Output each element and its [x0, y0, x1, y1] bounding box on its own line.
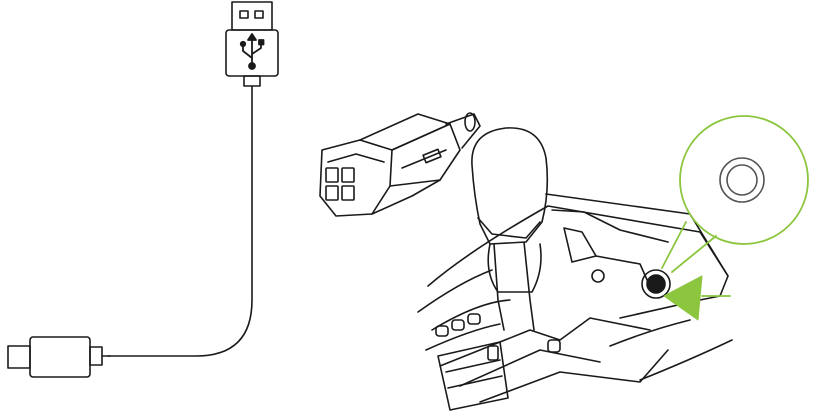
usb-cable	[107, 85, 253, 357]
insert-arrow-icon	[663, 275, 731, 321]
car-charger	[319, 112, 481, 217]
cigarette-lighter-socket	[641, 269, 671, 299]
socket-zoom-callout	[661, 115, 809, 273]
micro-usb-plug	[7, 336, 111, 378]
socket-zoom-icon	[719, 157, 765, 203]
usb-plug	[225, 1, 279, 87]
usb-symbol-icon	[239, 33, 265, 70]
gear-shifter	[471, 127, 549, 331]
